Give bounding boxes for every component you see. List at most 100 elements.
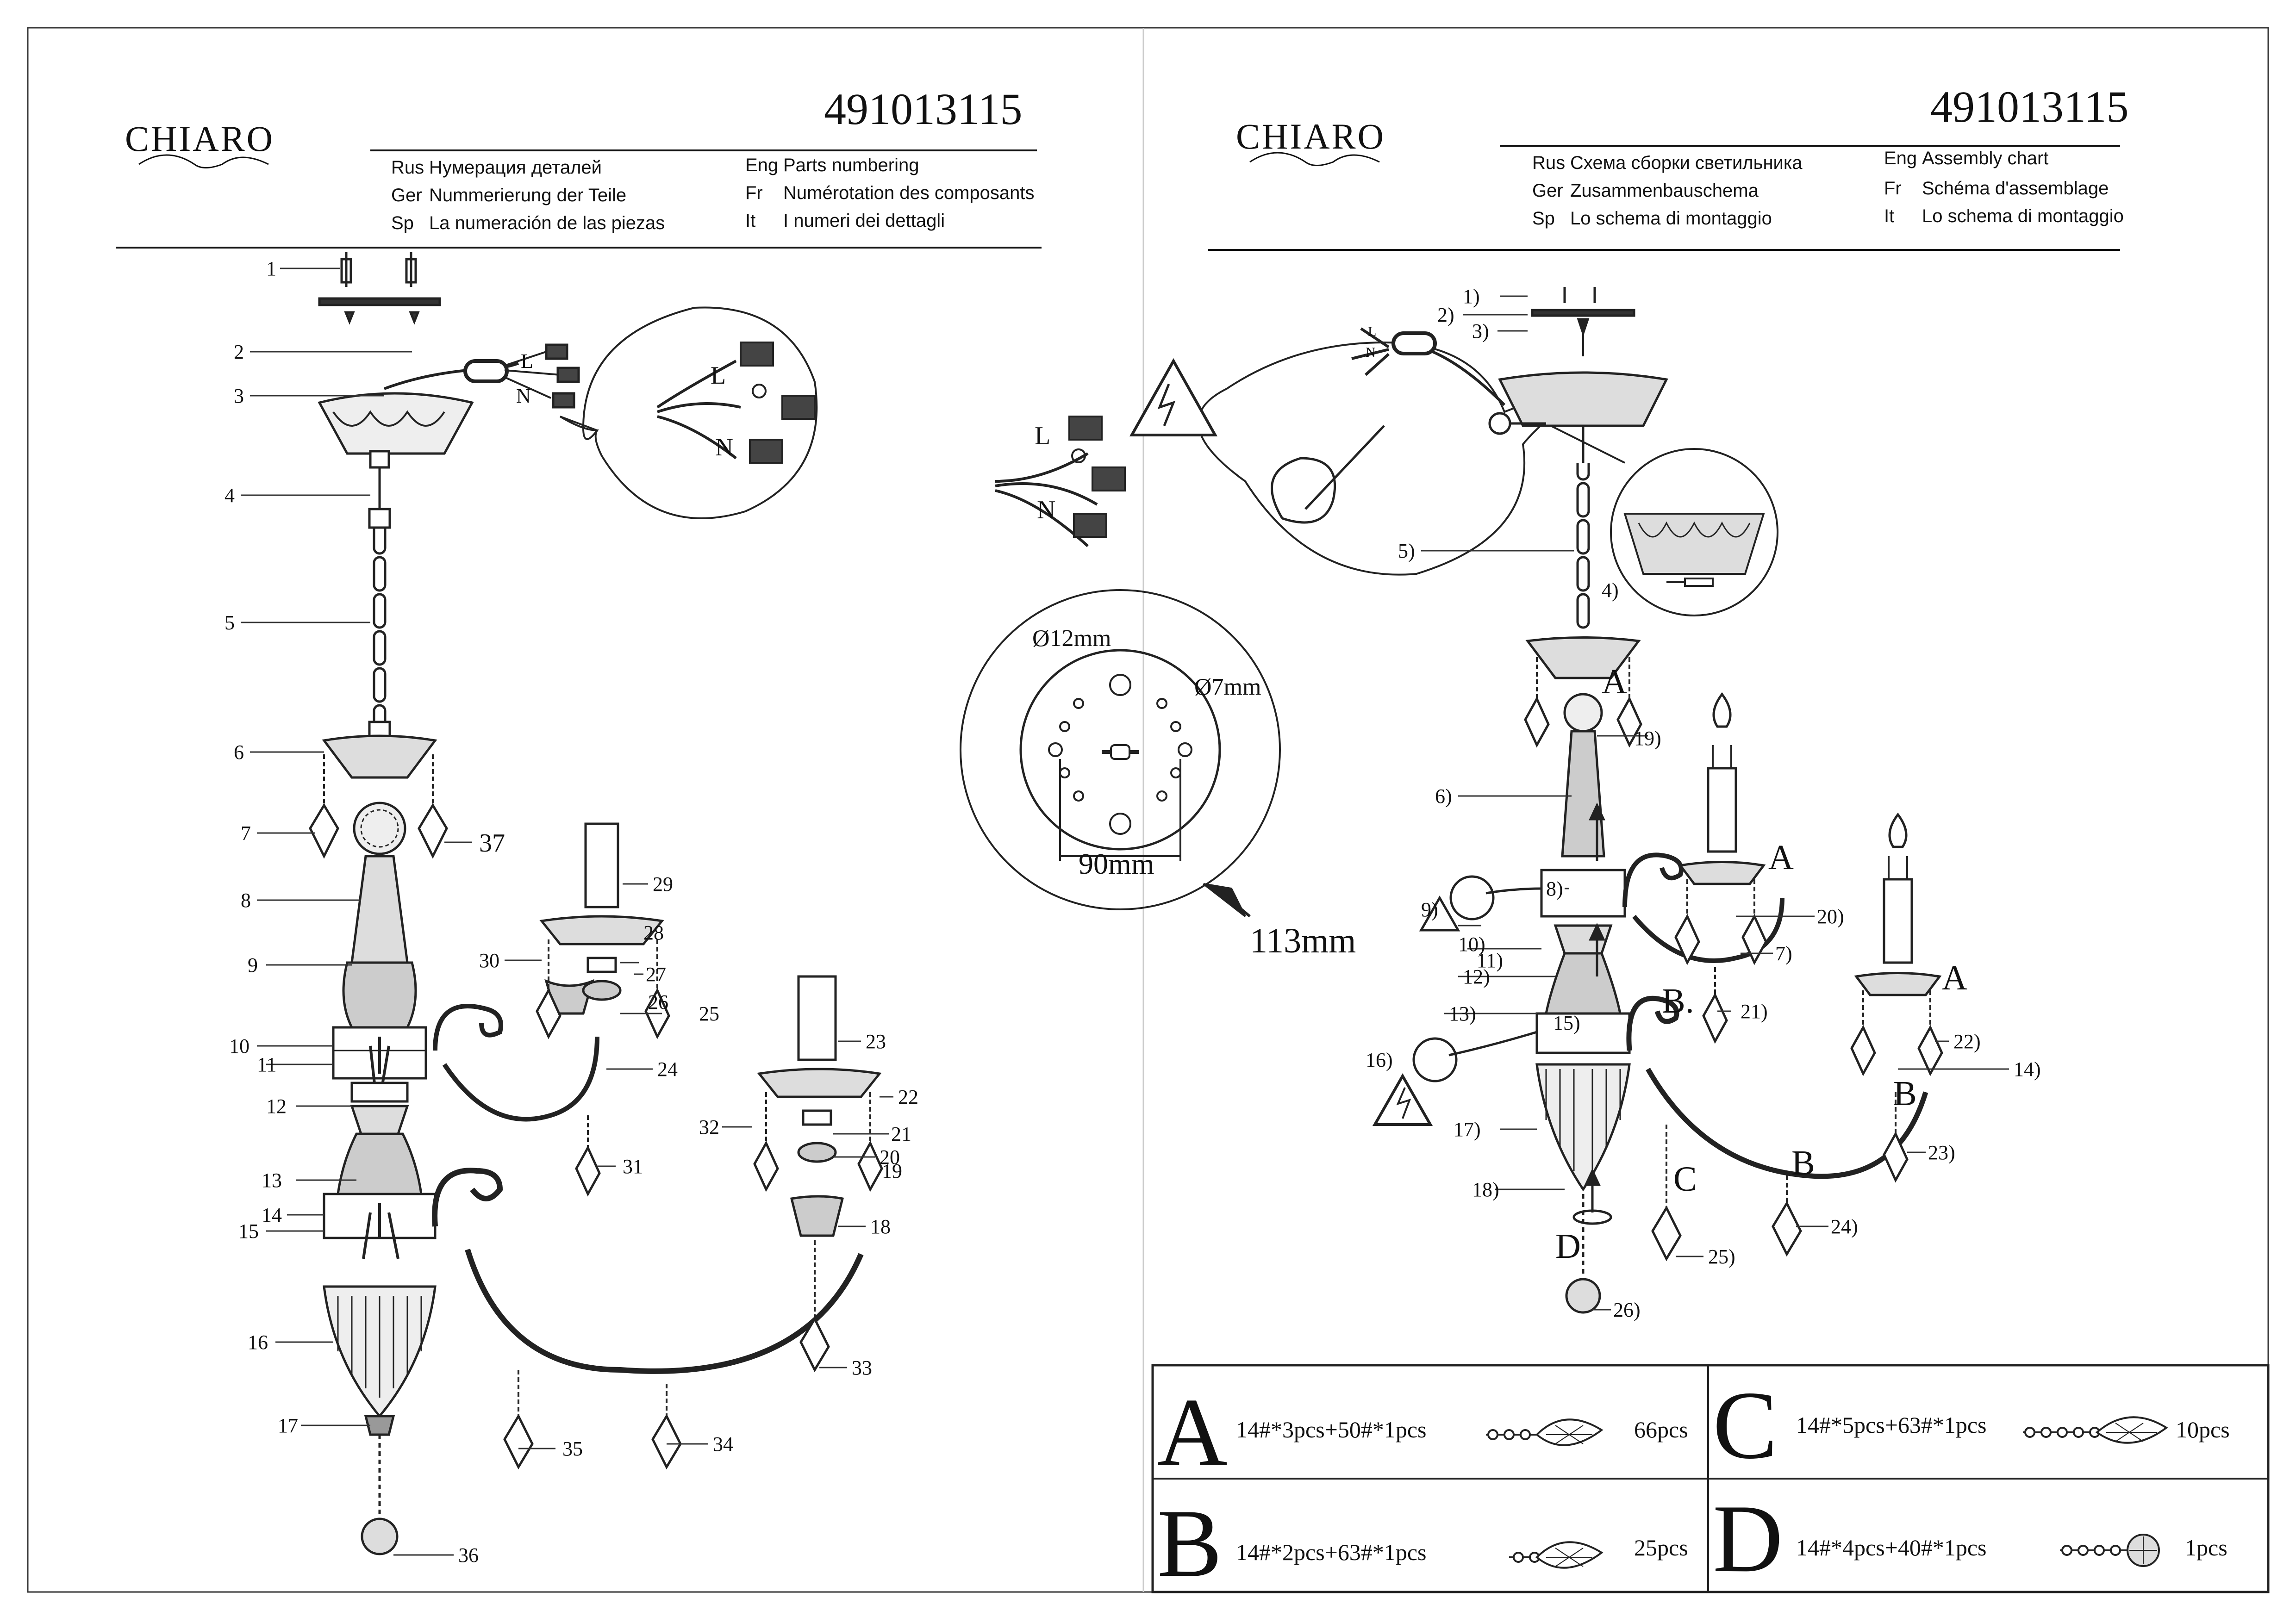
part-number: 37 xyxy=(479,829,505,858)
left-wiring-callout xyxy=(559,306,818,519)
warning-icon xyxy=(1129,358,1218,436)
step-label: 23) xyxy=(1928,1141,1955,1164)
part-number: 22 xyxy=(898,1086,918,1108)
table-letter-b: B xyxy=(1157,1490,1223,1597)
table-formula-d: 14#*4pcs+40#*1pcs xyxy=(1796,1535,1987,1561)
left-header xyxy=(116,149,1042,249)
connector-clip xyxy=(463,359,509,383)
part-number: 13 xyxy=(262,1169,282,1192)
wire-label-n-small: N xyxy=(516,385,531,407)
step-label: 4) xyxy=(1602,579,1619,602)
wire-label-n-tiny: N xyxy=(1366,345,1376,360)
model-code-left: 491013115 xyxy=(824,84,1023,134)
hole-large-dimension: Ø12mm xyxy=(1032,625,1111,652)
group-letter-a: A xyxy=(1602,662,1627,701)
table-qty-b: 25pcs xyxy=(1634,1535,1688,1561)
part-number: 3 xyxy=(234,385,244,407)
part-number: 2 xyxy=(234,341,244,363)
table-formula-c: 14#*5pcs+63#*1pcs xyxy=(1796,1412,1987,1438)
chain xyxy=(370,528,389,722)
bottom-crystal-ball xyxy=(361,1517,399,1555)
part-number: 21 xyxy=(891,1123,911,1145)
canopy-zoom xyxy=(1546,423,1778,616)
table-qty-a: 66pcs xyxy=(1634,1417,1688,1443)
part-number: 14 xyxy=(262,1204,282,1226)
group-letter-a: A xyxy=(1768,838,1794,877)
group-letter-b: B. xyxy=(1662,982,1694,1020)
step-label: 8) xyxy=(1546,877,1563,900)
part-number: 7 xyxy=(241,822,251,845)
part-number: 34 xyxy=(713,1433,733,1455)
part-number: 30 xyxy=(479,949,499,972)
top-cup xyxy=(322,734,437,779)
part-number: 6 xyxy=(234,741,244,764)
step-label: 1) xyxy=(1463,285,1480,308)
part-number: 9 xyxy=(248,954,258,976)
vase-body xyxy=(342,961,417,1029)
part-number: 31 xyxy=(623,1155,643,1178)
table-letter-a: A xyxy=(1157,1379,1228,1486)
group-letter-d: D xyxy=(1555,1227,1581,1266)
part-number: 23 xyxy=(866,1030,886,1053)
step-label: 3) xyxy=(1472,320,1489,342)
step-label: 14) xyxy=(2014,1058,2041,1081)
part-number: 29 xyxy=(653,873,673,895)
table-letter-c: C xyxy=(1713,1372,1778,1479)
left-leader-lines xyxy=(241,267,893,1556)
crystal-table-frame xyxy=(1151,1364,2270,1593)
wire-label-l-small: L xyxy=(521,350,533,373)
part-number: 15 xyxy=(238,1220,259,1243)
part-number: 36 xyxy=(458,1544,479,1567)
part-number: 33 xyxy=(852,1356,872,1379)
hole-small-dimension: Ø7mm xyxy=(1194,674,1261,700)
step-label: 9) xyxy=(1421,898,1438,921)
step-label: 21) xyxy=(1741,1000,1768,1023)
part-number: 10 xyxy=(229,1035,250,1057)
candle-sleeve-large xyxy=(797,975,837,1061)
part-number: 16 xyxy=(248,1331,268,1354)
brand-logo-right: CHIARO xyxy=(1236,116,1386,156)
step-label: 7) xyxy=(1775,942,1792,965)
part-number: 27 xyxy=(646,963,666,986)
step-label: 12) xyxy=(1463,965,1490,988)
part-number: 26 xyxy=(648,991,668,1014)
right-assembled-chandelier xyxy=(1271,287,1943,1314)
step-label: 10) xyxy=(1458,933,1485,956)
step-label: 13) xyxy=(1449,1002,1476,1025)
part-number: 28 xyxy=(643,921,664,944)
left-exploded-chandelier xyxy=(309,252,883,1555)
step-label: 22) xyxy=(1953,1030,1981,1053)
wire-label-n-callout: N xyxy=(715,433,733,461)
part-number: 11 xyxy=(257,1053,277,1076)
right-wiring-callout xyxy=(995,341,1598,576)
part-number: 12 xyxy=(266,1095,287,1118)
part-number: 5 xyxy=(225,611,235,634)
step-label: 17) xyxy=(1454,1118,1481,1141)
step-label: 18) xyxy=(1472,1178,1499,1201)
part-number: 4 xyxy=(225,484,235,507)
wire-label-l-callout: L xyxy=(711,361,726,389)
stem xyxy=(350,855,409,964)
part-number: 35 xyxy=(562,1437,583,1460)
wire-label-l-right: L xyxy=(1035,422,1051,450)
bobeche-small xyxy=(539,915,664,945)
wire-label-l-tiny: L xyxy=(1368,324,1377,339)
group-letter-b: B xyxy=(1893,1074,1917,1113)
part-number: 8 xyxy=(241,889,251,912)
bobeche-large xyxy=(757,1068,882,1098)
model-code-right: 491013115 xyxy=(1930,82,2129,131)
page-frame xyxy=(27,27,2269,1593)
mounting-plate-diagram xyxy=(960,589,1281,918)
part-number: 32 xyxy=(699,1116,719,1138)
part-number: 17 xyxy=(278,1414,298,1437)
table-qty-c: 10pcs xyxy=(2176,1417,2230,1443)
crystal-table-icons xyxy=(1486,1416,2168,1569)
step-label: 16) xyxy=(1366,1049,1393,1071)
